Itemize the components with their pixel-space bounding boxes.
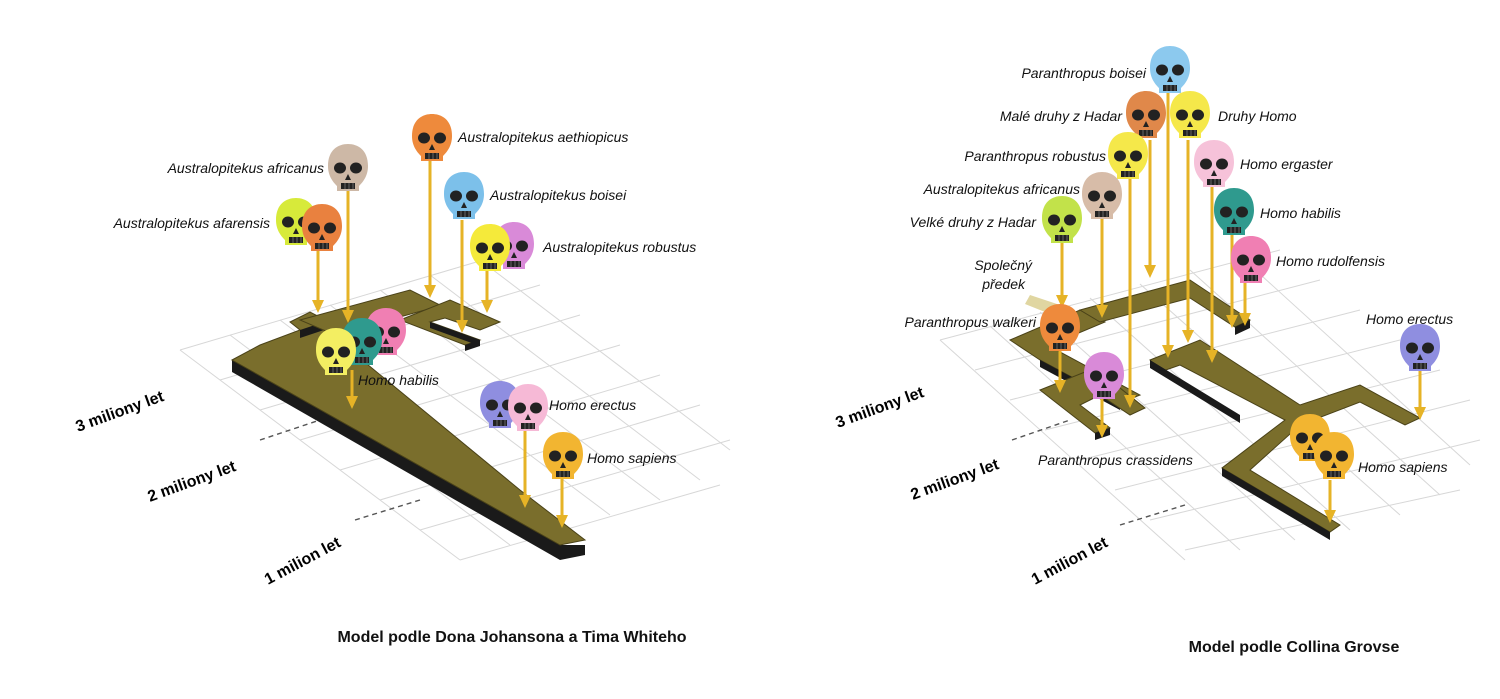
label-p-crassidens: Paranthropus crassidens (1038, 452, 1193, 468)
skull-icon (301, 203, 343, 252)
label-p-walkeri: Paranthropus walkeri (904, 314, 1036, 330)
skull-icon (1041, 195, 1083, 244)
left-dashline-2 (259, 419, 321, 441)
left-labels: Australopitekus africanus Australopiteku… (113, 129, 697, 466)
left-dashline-1 (354, 499, 421, 521)
label-homo-sapiens: Homo sapiens (587, 450, 677, 466)
left-caption: Model podle Dona Johansona a Tima Whiteh… (337, 629, 686, 646)
skull-icon (1399, 323, 1441, 372)
right-arrows (1054, 92, 1426, 523)
right-dashline-2 (1011, 419, 1071, 441)
skull-icon (507, 383, 549, 432)
label-druhy-homo: Druhy Homo (1218, 108, 1297, 124)
label-a-aethiopicus: Australopitekus aethiopicus (457, 129, 628, 145)
skull-icon (411, 113, 453, 162)
label-male-hadar: Malé druhy z Hadar (1000, 108, 1124, 124)
skull-icon (443, 171, 485, 220)
label-homo-rudolfensis: Homo rudolfensis (1276, 253, 1385, 269)
right-model: Paranthropus boisei Malé druhy z Hadar D… (834, 45, 1481, 656)
right-caption: Model podle Collina Grovse (1189, 639, 1400, 656)
label-homo-erectus-r: Homo erectus (1366, 311, 1453, 327)
label-homo-habilis-r: Homo habilis (1260, 205, 1341, 221)
skull-icon (1107, 131, 1149, 180)
skull-icon (1230, 235, 1272, 284)
left-tree (230, 289, 587, 560)
time-label-2m: 2 miliony let (146, 458, 239, 506)
label-p-robustus: Paranthropus robustus (964, 148, 1106, 164)
right-labels: Paranthropus boisei Malé druhy z Hadar D… (904, 65, 1453, 475)
label-a-boisei: Australopitekus boisei (489, 187, 627, 203)
skull-icon (1081, 171, 1123, 220)
skull-icon (542, 431, 584, 480)
skull-icon (1169, 90, 1211, 139)
time-label-3m: 3 miliony let (74, 388, 167, 436)
right-time-labels: 3 miliony let 2 miliony let 1 milion let (834, 384, 1112, 589)
left-grid (179, 254, 731, 561)
right-dashline-1 (1119, 504, 1186, 526)
label-p-boisei: Paranthropus boisei (1021, 65, 1146, 81)
label-homo-erectus: Homo erectus (549, 397, 636, 413)
label-homo-sapiens-r: Homo sapiens (1358, 459, 1448, 475)
skull-icon (1193, 139, 1235, 188)
time-label-1m-r: 1 milion let (1029, 534, 1111, 589)
skull-icon (327, 143, 369, 192)
left-model: Australopitekus africanus Australopiteku… (74, 113, 731, 646)
label-predek: předek (981, 276, 1026, 292)
label-velke-hadar: Velké druhy z Hadar (910, 214, 1038, 230)
skull-icon (1125, 90, 1167, 139)
time-label-1m: 1 milion let (262, 534, 344, 589)
time-label-3m-r: 3 miliony let (834, 384, 927, 432)
label-a-africanus-r: Australopitekus africanus (923, 181, 1080, 197)
label-a-africanus: Australopitekus africanus (167, 160, 324, 176)
left-arrows (312, 158, 568, 528)
label-spolecny: Společný (974, 257, 1033, 273)
skull-icon (1213, 187, 1255, 236)
left-time-labels: 3 miliony let 2 miliony let 1 milion let (74, 388, 345, 589)
label-homo-habilis: Homo habilis (358, 372, 439, 388)
label-homo-ergaster: Homo ergaster (1240, 156, 1334, 172)
label-a-afarensis: Australopitekus afarensis (113, 215, 270, 231)
label-a-robustus: Australopitekus robustus (542, 239, 696, 255)
skull-icon (1149, 45, 1191, 94)
time-label-2m-r: 2 miliony let (909, 456, 1002, 504)
